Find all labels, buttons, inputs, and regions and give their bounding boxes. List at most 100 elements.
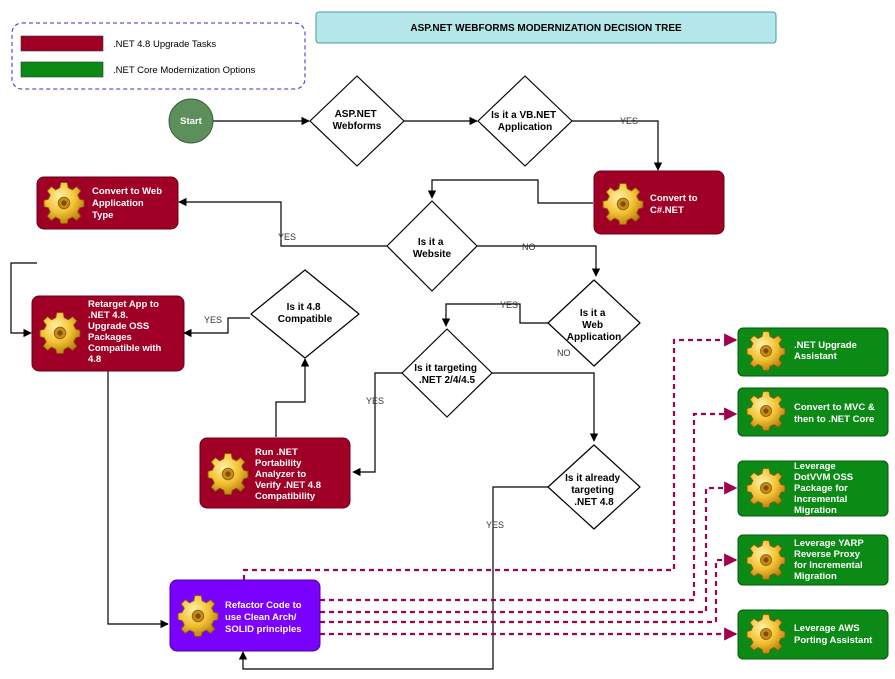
- svg-text:.NET Upgrade Assistant: .NET Upgrade Assistant: [794, 340, 859, 362]
- svg-text:Convert to C#.NET: Convert to C#.NET: [650, 193, 700, 216]
- edge-label-webapp-no: NO: [557, 348, 571, 358]
- legend-core-swatch: [20, 61, 104, 78]
- legend-upgrade-swatch: [20, 35, 104, 52]
- webapp-line3: Application: [567, 332, 621, 343]
- yarp-line3: for Incremental: [794, 560, 863, 571]
- portability-line5: Compatibility: [255, 491, 316, 502]
- edge-website-webapp: [477, 245, 601, 277]
- svg-text:Leverage AWS Porting Ass: Leverage AWS Porting Assistant: [794, 623, 873, 646]
- task-convert-web[interactable]: Convert to Web Application Type: [36, 176, 179, 230]
- legend: .NET 4.8 Upgrade Tasks .NET Core Moderni…: [11, 22, 306, 90]
- targeting-line2: .NET 2/4/4.5: [419, 375, 476, 386]
- edge-label-website-yes: YES: [278, 232, 296, 242]
- aspnet-line2: Webforms: [333, 121, 382, 132]
- convertweb-line2: Application: [92, 198, 144, 209]
- retarget-line2: .NET 4.8.: [88, 310, 128, 321]
- mvc-line1: Convert to MVC &: [794, 402, 875, 413]
- mvc-line2: then to .NET Core: [794, 414, 874, 425]
- svg-text:Is it targeting .NET 2/4: Is it targeting .NET 2/4/4.5: [414, 363, 480, 386]
- gear-icon: [746, 540, 786, 580]
- svg-text:Is it a VB.NET Applicati: Is it a VB.NET Application: [491, 110, 559, 133]
- task-portability[interactable]: Run .NET Portability Analyzer to Verify …: [199, 437, 351, 509]
- targeting-line1: Is it targeting: [414, 363, 477, 374]
- edge-label-vb-yes: YES: [620, 116, 638, 126]
- gear-icon: [177, 595, 219, 637]
- svg-text:ASP.NET Webforms: ASP.NET Webforms: [333, 109, 382, 132]
- svg-text:Leverage YARP Reverse Pr: Leverage YARP Reverse Proxy for Incremen…: [794, 538, 866, 582]
- decision-website[interactable]: Is it a Website: [386, 200, 478, 292]
- retarget-line5: Compatible with: [88, 343, 162, 354]
- task-refactor[interactable]: Refactor Code to use Clean Arch/ SOLID p…: [169, 579, 321, 652]
- svg-text:Refactor Code to use Cle: Refactor Code to use Clean Arch/ SOLID p…: [225, 600, 304, 635]
- decision-aspnet[interactable]: ASP.NET Webforms: [309, 75, 405, 167]
- svg-text:Is it a Web Applic: Is it a Web Application: [567, 308, 621, 343]
- portability-line3: Analyzer to: [255, 469, 306, 480]
- retarget-line1: Retarget App to: [88, 299, 159, 310]
- start-label: Start: [180, 116, 202, 127]
- task-convert-cs[interactable]: Convert to C#.NET: [593, 170, 725, 235]
- edge-vbnet-convertcs: [572, 120, 663, 171]
- dash-refactor-mvc: [320, 407, 738, 602]
- dotvvm-line2: DotVVM OSS: [794, 472, 853, 483]
- dash-refactor-dotvvm: [320, 481, 738, 614]
- svg-text:Is it a Website: Is it a Website: [413, 237, 452, 260]
- convertcs-line2: C#.NET: [650, 205, 684, 216]
- webapp-line2: Web: [582, 320, 603, 331]
- upgrade-assistant-line1: .NET Upgrade: [794, 340, 857, 351]
- option-mvc[interactable]: Convert to MVC & then to .NET Core: [737, 387, 889, 437]
- decision-webapp[interactable]: Is it a Web Application: [547, 279, 641, 367]
- svg-text:Is it 4.8 Compatible: Is it 4.8 Compatible: [278, 302, 333, 325]
- start-node[interactable]: Start: [168, 98, 214, 144]
- gear-icon: [207, 452, 249, 496]
- edge-webapp-targeting: [441, 303, 549, 327]
- already48-line1: Is it already: [565, 473, 620, 484]
- yarp-line4: Migration: [794, 571, 837, 582]
- convertcs-line1: Convert to: [650, 193, 698, 204]
- retarget-line3: Upgrade OSS: [88, 321, 149, 332]
- gear-icon: [746, 391, 786, 431]
- refactor-line2: use Clean Arch/: [225, 612, 297, 623]
- webapp-line1: Is it a: [580, 308, 606, 319]
- decision-already48[interactable]: Is it already targeting .NET 4.8: [547, 444, 641, 530]
- gear-icon: [746, 468, 786, 508]
- yarp-line1: Leverage YARP: [794, 538, 864, 549]
- aws-line2: Porting Assistant: [794, 635, 873, 646]
- edge-retarget-refactor: [107, 371, 169, 629]
- refactor-line1: Refactor Code to: [225, 600, 302, 611]
- aspnet-line1: ASP.NET: [335, 109, 377, 120]
- edge-already-refactor: [238, 486, 550, 670]
- gear-icon: [746, 614, 786, 654]
- vbnet-line1: Is it a VB.NET: [491, 110, 556, 121]
- convertweb-line3: Type: [92, 210, 113, 221]
- legend-frame: [11, 22, 306, 90]
- task-retarget[interactable]: Retarget App to .NET 4.8. Upgrade OSS Pa…: [31, 295, 185, 372]
- gear-icon: [746, 331, 786, 371]
- gear-icon: [602, 182, 644, 226]
- option-aws[interactable]: Leverage AWS Porting Assistant: [737, 609, 889, 660]
- dotvvm-line5: Migration: [794, 505, 837, 516]
- decision-vbnet[interactable]: Is it a VB.NET Application: [477, 75, 573, 167]
- option-dotvvm[interactable]: Leverage DotVVM OSS Package for Incremen…: [737, 460, 889, 517]
- option-yarp[interactable]: Leverage YARP Reverse Proxy for Incremen…: [737, 534, 889, 586]
- decision-compatible[interactable]: Is it 4.8 Compatible: [250, 269, 360, 359]
- option-upgrade-assistant[interactable]: .NET Upgrade Assistant: [737, 327, 889, 377]
- edge-targeting-already: [492, 372, 599, 442]
- edge-website-convertweb: [178, 197, 387, 247]
- already48-line3: .NET 4.8: [574, 497, 614, 508]
- dotvvm-line1: Leverage: [794, 461, 836, 472]
- connectors: [10, 116, 663, 670]
- svg-text:Leverage DotVVM OSS: Leverage DotVVM OSS Package for Incremen…: [794, 461, 856, 516]
- aws-line1: Leverage AWS: [794, 623, 860, 634]
- svg-text:Convert to Web Applicati: Convert to Web Application Type: [92, 186, 165, 221]
- decision-targeting[interactable]: Is it targeting .NET 2/4/4.5: [401, 328, 493, 418]
- upgrade-assistant-line2: Assistant: [794, 351, 838, 362]
- dashed-connectors: [242, 333, 738, 641]
- retarget-line4: Packages: [88, 332, 132, 343]
- edge-labels: YES YES NO YES YES NO YES YES: [204, 116, 638, 530]
- website-line2: Website: [413, 249, 452, 260]
- compatible-line1: Is it 4.8: [287, 302, 321, 313]
- edge-label-compat-yes: YES: [204, 315, 222, 325]
- page-title: ASP.NET WEBFORMS MODERNIZATION DECISION …: [410, 23, 682, 34]
- vbnet-line2: Application: [498, 122, 552, 133]
